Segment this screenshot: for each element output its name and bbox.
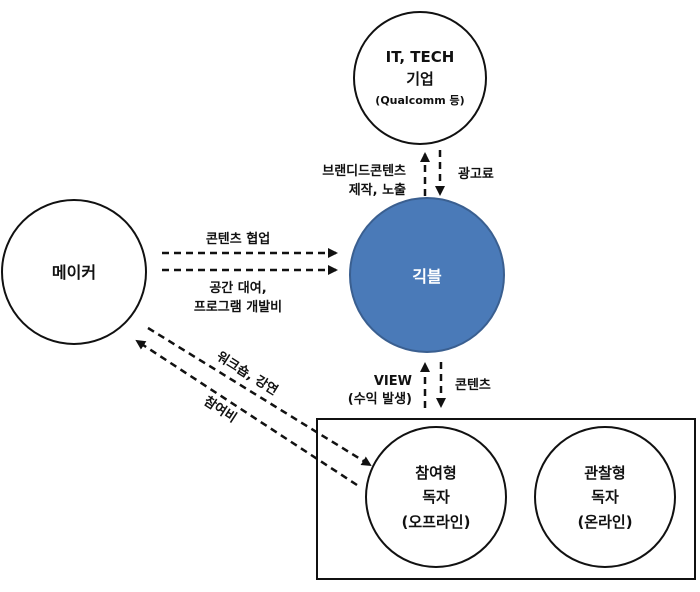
observer-line1: 관찰형 [584, 464, 625, 482]
participant-line3: (오프라인) [402, 513, 471, 531]
label-space-line2: 프로그램 개발비 [194, 299, 282, 315]
label-participation-fee: 참여비 [201, 393, 240, 426]
participant-line2: 독자 [422, 488, 450, 506]
label-space-line1: 공간 대여, [209, 280, 266, 296]
participant-line1: 참여형 [415, 464, 456, 482]
label-branded-line1: 브랜디드콘텐츠 [322, 163, 406, 179]
label-contents: 콘텐츠 [455, 377, 491, 393]
observer-reader-node: 관찰형 독자 (온라인) [534, 426, 676, 568]
tech-company-line1: IT, TECH [386, 48, 455, 66]
tech-company-node: IT, TECH 기업 (Qualcomm 등) [353, 11, 487, 145]
arrow-workshop [147, 326, 372, 467]
reader-group-box [316, 418, 696, 580]
maker-label: 메이커 [52, 263, 96, 282]
tech-company-line3: (Qualcomm 등) [375, 94, 464, 107]
participant-reader-node: 참여형 독자 (오프라인) [365, 426, 507, 568]
label-view-line2: (수익 발생) [348, 391, 412, 407]
arrow-participation-fee [135, 339, 358, 487]
tech-company-line2: 기업 [406, 70, 434, 88]
label-content-collab: 콘텐츠 협업 [206, 231, 270, 247]
label-branded-line2: 제작, 노출 [349, 182, 406, 198]
label-view-line1: VIEW [374, 374, 412, 389]
geekble-label: 긱블 [412, 267, 442, 286]
observer-line3: (온라인) [577, 513, 632, 531]
maker-node: 메이커 [1, 199, 147, 345]
label-ad-fee: 광고료 [458, 167, 494, 182]
geekble-node: 긱블 [349, 197, 505, 353]
observer-line2: 독자 [591, 488, 619, 506]
